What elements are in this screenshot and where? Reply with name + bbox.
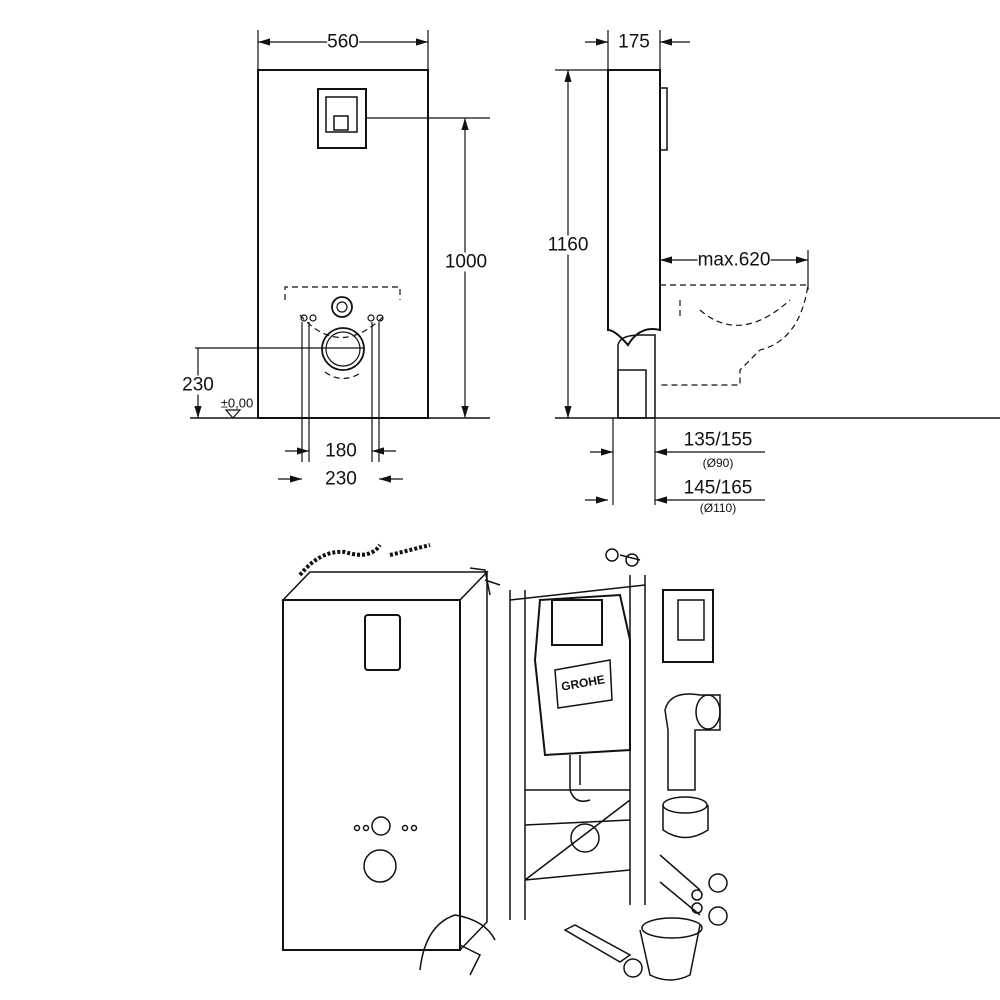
height-dimension-label: 1000	[444, 251, 488, 273]
drain-110-diameter: (Ø110)	[699, 501, 737, 515]
depth-dimension-label: 175	[618, 31, 650, 53]
side-panel	[607, 69, 661, 347]
width-dimension-label: 560	[327, 31, 359, 53]
drain-hole	[321, 327, 365, 371]
cover-panel	[282, 599, 461, 951]
flush-plate	[317, 88, 367, 149]
panel-top-side	[281, 570, 489, 951]
drain-90-label: 135/155	[683, 429, 753, 451]
side-view	[555, 30, 1000, 505]
hose	[298, 543, 431, 577]
front-view	[190, 30, 490, 483]
bend-pipe	[664, 693, 721, 791]
exploded-view	[281, 543, 728, 981]
cistern	[533, 593, 631, 757]
drain-110-label: 145/165	[683, 477, 753, 499]
bolt-spacing-inner-label: 180	[325, 440, 357, 462]
mounting-frame	[509, 575, 646, 920]
projection-label: max.620	[697, 249, 771, 271]
inlet-height-label: 230	[182, 374, 214, 396]
floor-level-label: ±0,00	[220, 395, 254, 411]
bolt-spacing-outer-label: 230	[325, 468, 357, 490]
valve-hose	[419, 914, 496, 976]
drain-90-diameter: (Ø90)	[702, 456, 734, 470]
total-height-label: 1160	[547, 234, 589, 256]
flush-plate-part	[662, 589, 714, 663]
flush-button-hole	[331, 296, 353, 318]
drain-pipe	[563, 924, 632, 963]
